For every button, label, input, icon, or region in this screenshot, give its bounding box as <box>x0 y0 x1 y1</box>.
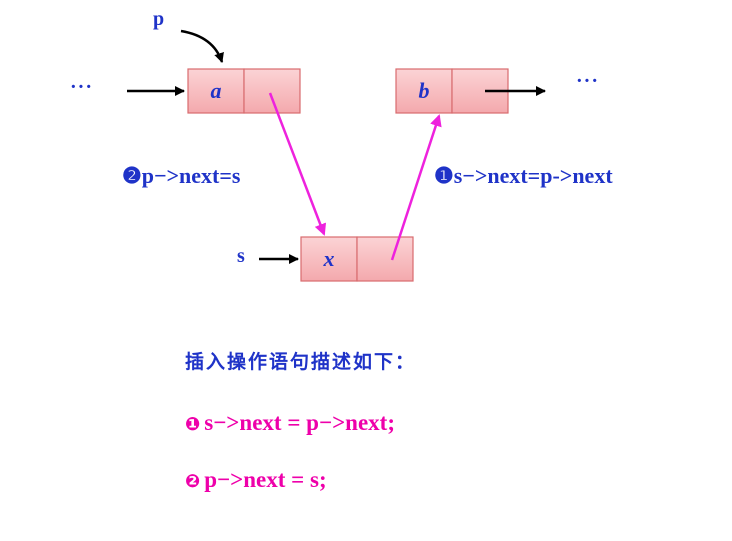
step1-arrow-x-to-b <box>390 114 442 261</box>
node-x-next-cell <box>356 236 414 282</box>
node-x-data-cell <box>300 236 358 282</box>
step1-label: ❶s−>next=p->next <box>434 163 613 188</box>
node-b-data-cell <box>395 68 453 114</box>
statement-2-number: ❷ <box>185 471 201 492</box>
node-a-next-cell <box>243 68 301 114</box>
statement-1-code: s−>next = p−>next; <box>204 410 395 435</box>
node-a-value: a <box>211 78 222 103</box>
node-b: b <box>395 68 509 114</box>
step2-arrow-a-to-x <box>268 92 327 236</box>
pointer-p-label: p <box>153 8 164 30</box>
node-x: x <box>300 236 414 282</box>
node-a: a <box>187 68 301 114</box>
statement-1-number: ❶ <box>185 414 201 435</box>
ellipsis-right: ··· <box>576 70 599 92</box>
ellipsis-left: ··· <box>70 76 93 98</box>
node-x-value: x <box>323 246 335 271</box>
step2-label: ❷p−>next=s <box>122 163 241 188</box>
statement-2-code: p−>next = s; <box>204 467 327 492</box>
pointer-s-label: s <box>237 245 245 267</box>
node-b-value: b <box>419 78 430 103</box>
description-heading: 插入操作语句描述如下： <box>185 351 417 373</box>
pointer-p-arrow <box>180 29 224 63</box>
